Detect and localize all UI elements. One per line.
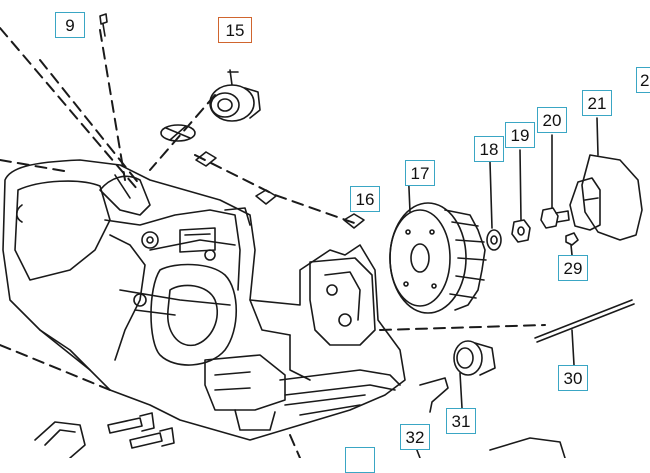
callout-31: 31: [446, 408, 476, 434]
part-15-cap: [160, 69, 261, 142]
part-16-clips: [195, 151, 365, 229]
part-19-nut: [511, 149, 531, 243]
callout-18: 18: [474, 136, 504, 162]
callout-empty-bottom: [345, 447, 375, 473]
callout-2-partial: 2: [636, 67, 650, 93]
bottom-bolts: [34, 412, 566, 458]
crankcase-housing: [2, 159, 406, 441]
part-20-bolt: [540, 134, 570, 229]
callout-20: 20: [537, 107, 567, 133]
callout-32: 32: [400, 424, 430, 450]
exploded-parts-diagram: [0, 13, 643, 458]
callout-21: 21: [582, 90, 612, 116]
part-17-flywheel: [389, 164, 487, 314]
part-9-screw: [99, 13, 108, 37]
callout-19: 19: [505, 122, 535, 148]
callout-16: 16: [350, 186, 380, 212]
callout-29: 29: [558, 255, 588, 281]
part-30-rod: [534, 299, 635, 366]
part-29-pin: [565, 232, 579, 256]
part-21-cover: [569, 117, 643, 241]
callout-17: 17: [405, 160, 435, 186]
part-31-cap: [419, 340, 496, 413]
callout-15: 15: [218, 17, 252, 43]
callout-9: 9: [55, 12, 85, 38]
part-18-washer: [486, 161, 502, 251]
callout-30: 30: [558, 365, 588, 391]
leader-lines: [0, 27, 546, 458]
